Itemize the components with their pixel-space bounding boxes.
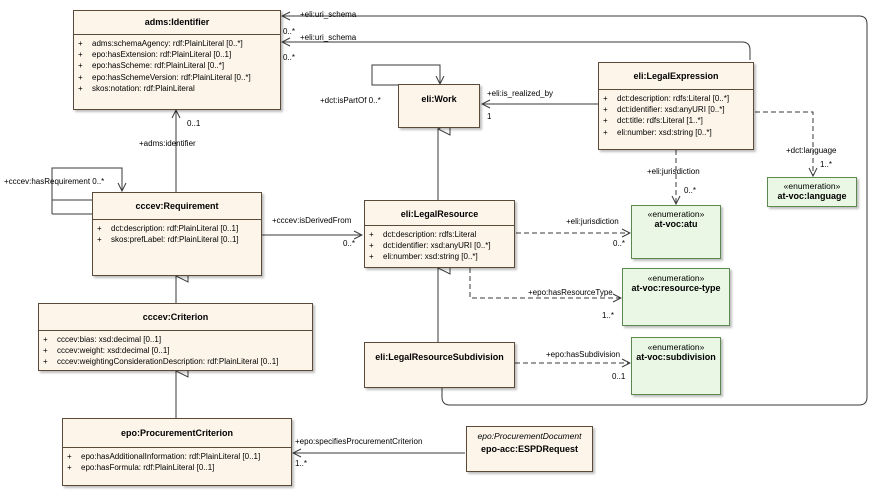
enum-name: at-voc:language [777,191,847,201]
stereotype: «enumeration» [647,273,705,283]
enum-name: at-voc:atu [654,219,698,229]
cccev-criterion-class[interactable]: cccev:Criterion +cccev:bias: xsd:decimal… [38,303,313,371]
multiplicity: 0..* [613,239,626,248]
language-association [755,111,813,176]
multiplicity: 0..* [684,186,697,195]
class-name: eli:LegalExpression [633,71,719,81]
at-voc-subdivision-enum[interactable]: «enumeration» at-voc:subdivision [631,337,721,395]
attribute: +eli:number: xsd:string [0..*] [369,252,478,262]
class-name: epo:ProcurementCriterion [120,428,234,438]
class-name: cccev:Requirement [135,201,219,211]
espd-request-class[interactable]: epo:ProcurementDocument epo-acc:ESPDRequ… [466,426,593,472]
attribute: +skos:prefLabel: rdf:PlainLiteral [0..1] [97,235,239,245]
attribute: +epo:hasFormula: rdf:PlainLiteral [0..1] [67,463,215,473]
attribute-list: +dct:description: rdfs:Literal [0..*] +d… [599,90,753,140]
eli-legal-expression-class[interactable]: eli:LegalExpression +dct:description: rd… [598,62,754,150]
enum-name: at-voc:subdivision [636,352,716,362]
has-requirement-loop [51,167,122,201]
attribute: +epo:hasExtension: rdf:PlainLiteral [0..… [78,50,232,60]
attribute: +dct:title: rdfs:Literal [1..*] [603,116,703,126]
multiplicity: 1 [487,112,492,121]
has-resource-type-label: +epo:hasResourceType [528,288,613,297]
resource-type-association [469,268,621,298]
multiplicity: 0..1 [187,119,201,128]
stereotype: «enumeration» [647,342,705,352]
adms-identifier-class[interactable]: adms:Identifier +adms:schemaAgency: rdf:… [73,10,281,110]
attribute: +skos:notation: rdf:PlainLiteral [78,83,195,93]
attribute: +dct:identifier: xsd:anyURI [0..*] [603,105,725,115]
cccev-requirement-class[interactable]: cccev:Requirement +dct:description: rdf:… [92,192,262,276]
multiplicity: 1..* [820,160,833,169]
attribute-list: +adms:schemaAgency: rdf:PlainLiteral [0.… [74,35,280,96]
has-requirement-label: +cccev:hasRequirement 0..* [4,177,105,186]
jurisdiction-label-2: +eli:jurisdiction [566,217,619,226]
attribute: +adms:schemaAgency: rdf:PlainLiteral [0.… [78,39,243,48]
at-voc-atu-enum[interactable]: «enumeration» at-voc:atu [631,205,721,259]
attribute: +eli:number: xsd:string [0..*] [603,127,712,137]
uri-schema-association-inner [282,42,751,60]
attribute: +cccev:bias: xsd:decimal [0..1] [43,335,162,344]
is-part-of-label: +dct:isPartOf 0..* [320,96,381,105]
class-name: eli:LegalResourceSubdivision [375,352,504,362]
class-name: eli:LegalResource [400,209,479,219]
attribute: +epo:hasScheme: rdf:PlainLiteral [0..*] [78,61,225,71]
is-part-of-loop [371,64,440,86]
attribute-list: +dct:description: rdfs:Literal +dct:iden… [365,226,514,265]
epo-procurement-criterion-class[interactable]: epo:ProcurementCriterion +epo:hasAdditio… [62,418,292,486]
uri-schema-label-1: +eli:uri_schema [300,10,357,19]
attribute-list: +dct:description: rdf:PlainLiteral [0..1… [93,220,261,247]
attribute: +dct:description: rdfs:Literal [0..*] [603,94,730,103]
stereotype: «enumeration» [783,181,841,191]
has-subdivision-label: +epo:hasSubdivision [546,350,621,359]
parent-package: epo:ProcurementDocument [477,431,582,441]
uri-schema-label-2: +eli:uri_schema [300,33,357,42]
class-name: eli:Work [421,94,457,104]
class-name: adms:Identifier [144,17,210,27]
eli-work-class[interactable]: eli:Work [398,84,480,128]
eli-legal-resource-class[interactable]: eli:LegalResource +dct:description: rdfs… [364,200,515,268]
stereotype: «enumeration» [647,209,705,219]
is-derived-from-label: +cccev:isDerivedFrom [272,216,352,225]
adms-identifier-label: +adms:identifier [139,139,196,148]
multiplicity: 0..* [283,53,296,62]
eli-legal-resource-subdivision-class[interactable]: eli:LegalResourceSubdivision [364,342,515,388]
attribute: +cccev:weightingConsiderationDescription… [43,357,279,367]
multiplicity: 0..* [283,27,296,36]
attribute: +dct:identifier: xsd:anyURI [0..*] [369,241,491,251]
multiplicity: 0..* [343,239,356,248]
attribute: +cccev:weight: xsd:decimal [0..1] [43,346,170,356]
at-voc-resource-type-enum[interactable]: «enumeration» at-voc:resource-type [622,268,730,326]
is-realized-by-label: +eli:is_realized_by [487,89,554,98]
attribute-list: +cccev:bias: xsd:decimal [0..1] +cccev:w… [39,331,312,370]
attribute: +epo:hasSchemeVersion: rdf:PlainLiteral … [78,72,251,82]
enum-name: at-voc:resource-type [631,283,721,293]
attribute: +dct:description: rdf:PlainLiteral [0..1… [97,224,239,233]
class-name: cccev:Criterion [142,312,209,322]
multiplicity: 0..1 [612,372,626,381]
multiplicity: 1..* [602,311,615,320]
at-voc-language-enum[interactable]: «enumeration» at-voc:language [767,177,857,207]
attribute: +dct:description: rdfs:Literal [369,230,477,239]
jurisdiction-label-1: +eli:jurisdiction [647,167,700,176]
attribute-list: +epo:hasAdditionalInformation: rdf:Plain… [63,448,291,475]
specifies-criterion-label: +epo:specifiesProcurementCriterion [295,437,423,446]
dct-language-label: +dct:language [786,146,837,155]
multiplicity: 1..* [295,459,308,468]
attribute: +epo:hasAdditionalInformation: rdf:Plain… [67,452,261,461]
uri-schema-association-outer [282,16,868,406]
class-name: epo-acc:ESPDRequest [480,444,579,454]
